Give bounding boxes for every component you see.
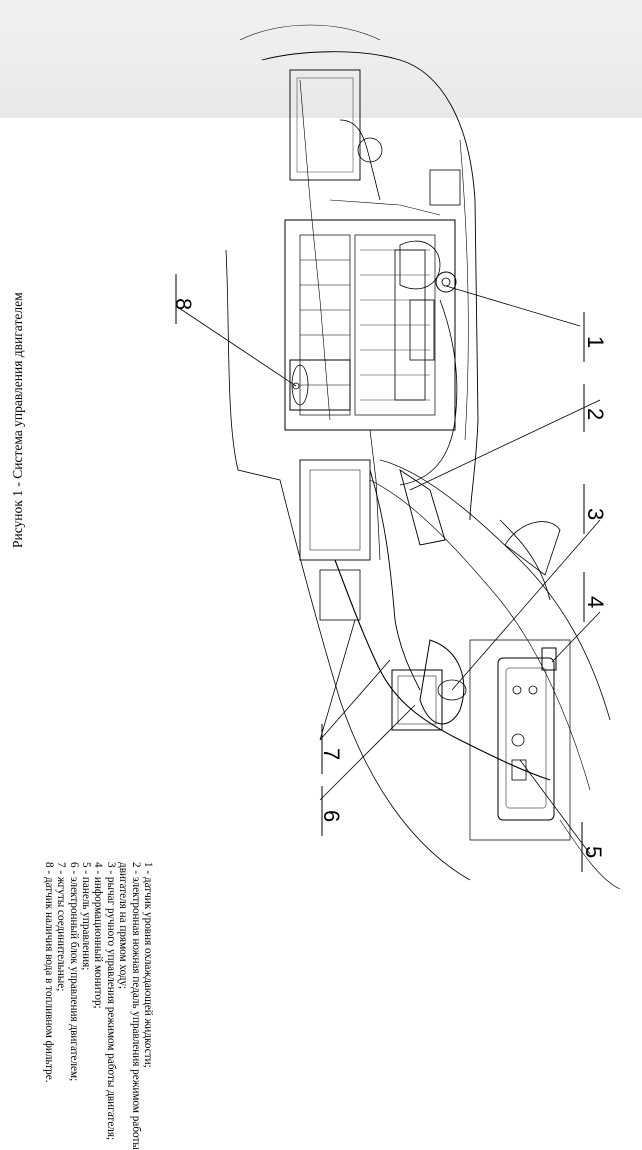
belt: [329, 199, 441, 216]
coolant-hose: [339, 119, 381, 201]
leader-6: [319, 704, 416, 801]
battery: [319, 569, 361, 621]
driveline: [369, 429, 381, 561]
engine-crankcase: [354, 234, 436, 416]
callout-7: 7: [319, 748, 344, 761]
engine-head: [299, 234, 351, 416]
legend-item: 2 - электронная ножная педаль управления…: [129, 862, 142, 1150]
cab-panel: [469, 639, 571, 841]
panel-switch: [511, 759, 527, 781]
fuel-filter-cap: [291, 364, 309, 406]
callout-3: 3: [583, 508, 608, 521]
legend-item: 6 - электронный блок управления двигател…: [67, 862, 80, 1082]
transmission: [299, 459, 371, 561]
expansion-tank: [429, 169, 461, 206]
wiring-harness-2: [369, 469, 421, 691]
fan: [357, 137, 383, 163]
leader-8: [175, 305, 297, 387]
legend-item: 1 - датчик уровня охлаждающей жидкости;: [142, 862, 154, 1068]
lever-knob: [437, 679, 467, 701]
callout-5: 5: [581, 846, 606, 859]
injection-pump: [409, 299, 435, 361]
panel-knob-3: [511, 733, 525, 747]
figure-legend: 1 - датчик уровня охлаждающей жидкости; …: [42, 862, 154, 1150]
frame-line-lower: [459, 139, 469, 441]
turbo: [399, 240, 441, 290]
radiator: [289, 69, 361, 181]
control-panel-inner: [505, 667, 547, 809]
callout-2: 2: [583, 408, 608, 421]
engine-ecu: [391, 669, 443, 731]
legend-item: 4 - информационный монитор;: [92, 862, 105, 1009]
rear-wheel-arc: [559, 819, 621, 889]
panel-knob-1: [512, 685, 522, 695]
callout-6: 6: [319, 810, 344, 823]
coolant-level-sensor: [435, 271, 457, 293]
engine-control-diagram: [175, 24, 621, 889]
fuel-filter: [289, 359, 351, 411]
legend-item: 7 - жгуты соединительные;: [55, 862, 68, 992]
engine-ecu-inner: [397, 675, 437, 725]
wiring-harness: [334, 559, 551, 781]
leader-7a: [319, 619, 356, 741]
chassis-outline: [225, 249, 471, 881]
coolant-level-sensor-inner: [441, 277, 451, 287]
leader-1: [445, 285, 581, 327]
page: [0, 118, 642, 889]
leader-3: [451, 519, 601, 691]
intake-manifold: [394, 249, 426, 401]
wiring-harness-3: [399, 299, 458, 486]
foot-pedal: [399, 468, 446, 546]
hand-lever: [419, 639, 465, 725]
seat: [504, 521, 561, 576]
legend-item: 5 - панель управления;: [79, 862, 92, 971]
transmission-inner: [309, 469, 361, 551]
figure-caption: Рисунок 1 - Система управления двигателе…: [10, 292, 25, 548]
water-in-fuel-sensor: [292, 382, 300, 390]
control-panel: [497, 657, 555, 821]
callout-1: 1: [583, 336, 608, 349]
cab-floor-inner: [369, 479, 591, 791]
leader-7b: [319, 659, 391, 741]
front-wheel-arc: [239, 24, 381, 41]
hood-outline: [261, 51, 479, 521]
radiator-core: [296, 77, 354, 173]
info-monitor: [541, 647, 557, 671]
callout-4: 4: [583, 596, 608, 609]
top-band: [0, 0, 642, 118]
legend-item: 3 - рычаг ручного управления режимом раб…: [104, 862, 117, 1141]
engine-ribs: [300, 259, 350, 386]
steering-column: [499, 519, 551, 601]
leader-4: [551, 611, 601, 663]
leader-5: [519, 759, 591, 855]
cab-floor: [379, 459, 611, 721]
legend-item: двигателя на прямом ходу;: [117, 862, 130, 990]
panel-knob-2: [528, 685, 538, 695]
leader-2: [409, 399, 601, 491]
legend-item: 8 - датчик наличия вода в топливном филь…: [42, 862, 55, 1083]
callout-8: 8: [171, 298, 196, 311]
